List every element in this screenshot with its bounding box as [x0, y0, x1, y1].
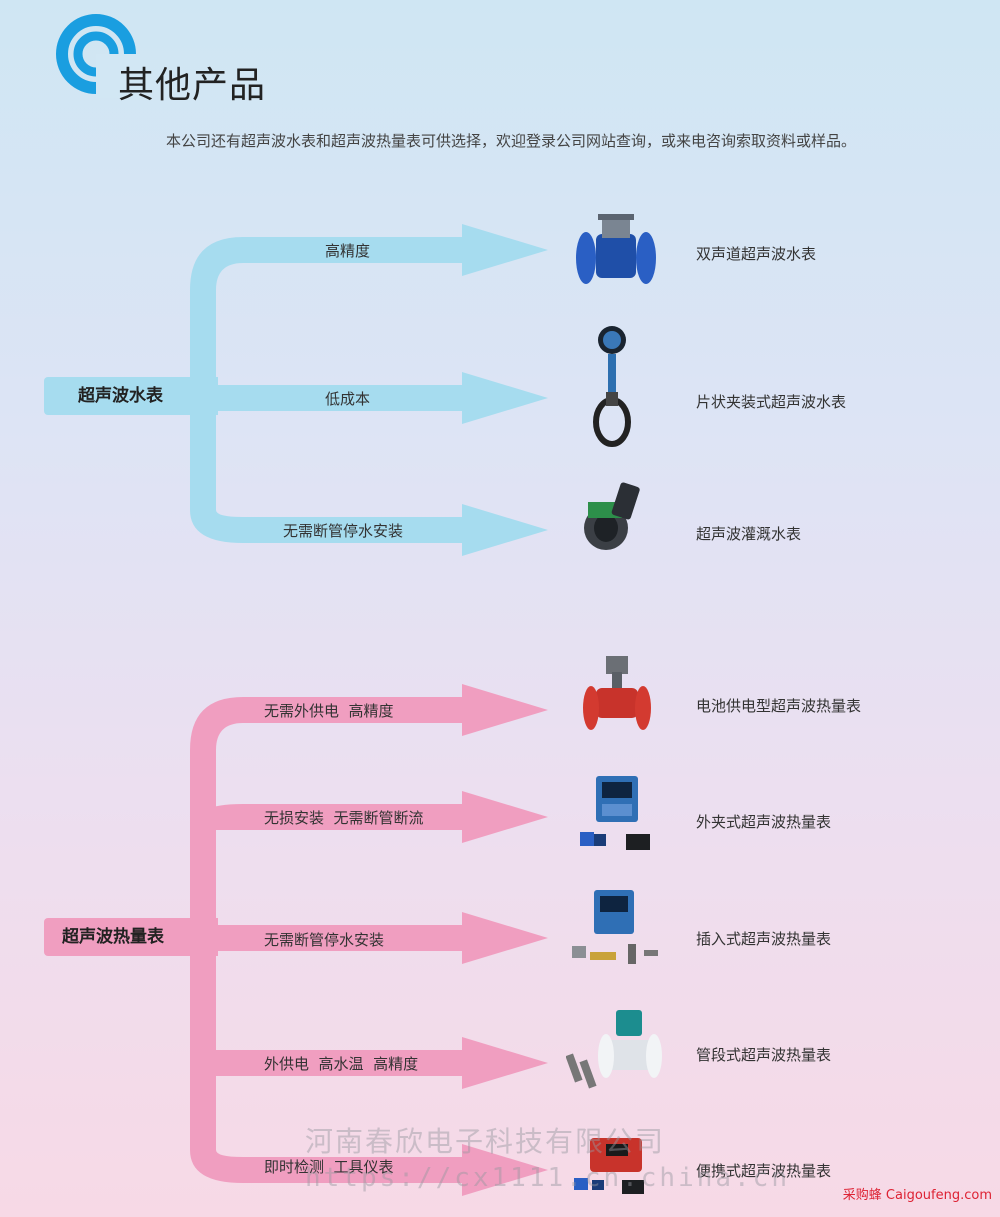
product-name-battery-heat: 电池供电型超声波热量表 [696, 697, 862, 715]
battery-heat-meter-image [583, 656, 651, 730]
category-water-label: 超声波水表 [78, 386, 163, 406]
water-branch [190, 224, 548, 556]
water-feature-3: 无需断管停水安装 [283, 522, 404, 540]
site-mark: 采购蜂 Caigoufeng.com [842, 1188, 992, 1203]
product-name-insertion-heat: 插入式超声波热量表 [696, 930, 832, 948]
company-logo-icon [56, 14, 140, 98]
url-watermark: https://cx1111.cn.china.cn [305, 1163, 790, 1193]
product-name-clamp-water: 片状夹装式超声波水表 [696, 393, 847, 411]
category-water-meter: 超声波水表 [44, 377, 218, 415]
heat-feature-1: 无需外供电 高精度 [264, 702, 394, 720]
portable-heat-meter-image [574, 1138, 644, 1194]
clamp-on-heat-meter-image [580, 776, 650, 850]
page-title: 其他产品 [118, 65, 267, 106]
company-watermark: 河南春欣电子科技有限公司 [305, 1125, 666, 1158]
heat-branch [190, 684, 548, 1196]
intro-paragraph: 本公司还有超声波水表和超声波热量表可供选择，欢迎登录公司网站查询，或来电咨询索取… [166, 132, 857, 150]
water-feature-1: 高精度 [325, 242, 371, 260]
dual-channel-water-meter-image [576, 214, 656, 284]
product-name-irrigation: 超声波灌溉水表 [696, 525, 802, 543]
irrigation-water-meter-image [584, 482, 640, 550]
heat-feature-4: 外供电 高水温 高精度 [264, 1055, 419, 1073]
category-heat-meter: 超声波热量表 [44, 918, 218, 956]
pipe-segment-heat-meter-image [566, 1010, 662, 1089]
clamp-on-water-meter-image [593, 326, 631, 447]
heat-feature-2: 无损安装 无需断管断流 [264, 809, 424, 827]
heat-feature-5: 即时检测 工具仪表 [264, 1158, 394, 1176]
water-feature-2: 低成本 [325, 390, 371, 408]
product-name-pipe-heat: 管段式超声波热量表 [696, 1046, 832, 1064]
product-name-portable-heat: 便携式超声波热量表 [696, 1162, 832, 1180]
product-name-clamp-heat: 外夹式超声波热量表 [696, 813, 832, 831]
product-name-dual-channel: 双声道超声波水表 [696, 245, 817, 263]
category-heat-label: 超声波热量表 [62, 927, 164, 947]
heat-feature-3: 无需断管停水安装 [264, 931, 385, 949]
insertion-heat-meter-image [572, 890, 658, 964]
